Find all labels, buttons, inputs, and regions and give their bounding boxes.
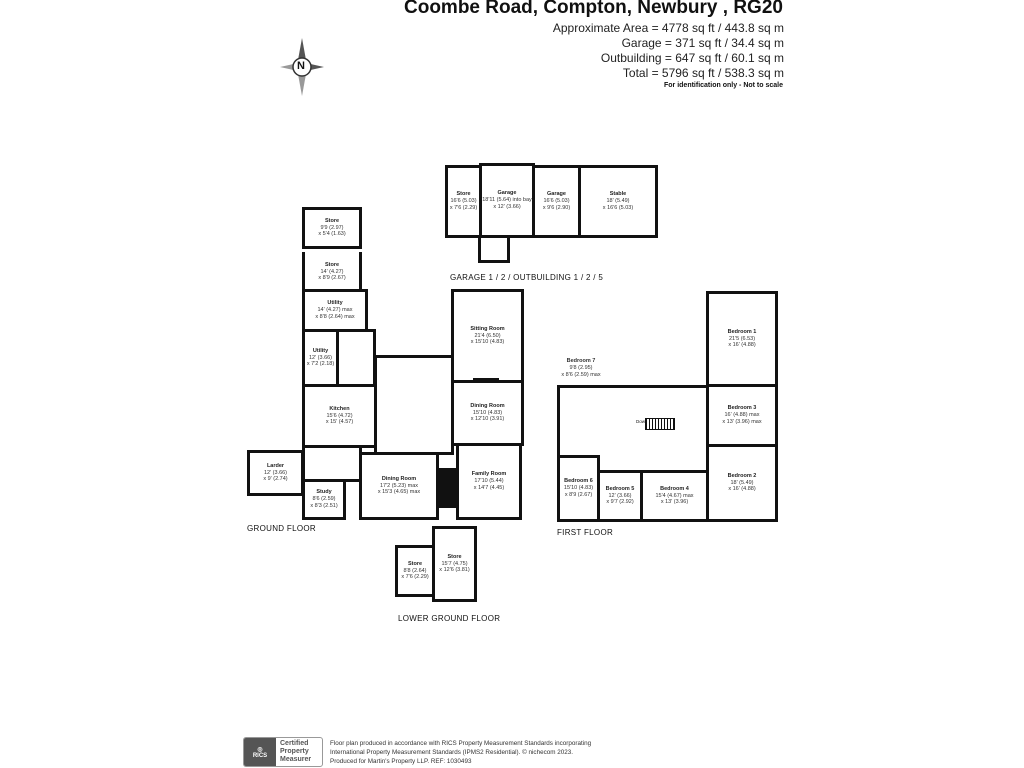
room-hall [374,355,454,455]
chimney [436,468,456,508]
outbuildings-label: GARAGE 1 / 2 / OUTBUILDING 1 / 2 / 5 [450,273,604,282]
rics-logo: ◎RICS [244,738,276,766]
outbuilding-area: Outbuilding = 647 sq ft / 60.1 sq m [600,51,784,65]
disclaimer: For identification only - Not to scale [663,82,783,89]
lower-ground-floor-label: LOWER GROUND FLOOR [398,614,501,623]
room-lobby [336,329,376,387]
room-entrance [302,445,362,482]
staircase [645,418,675,430]
garage-area: Garage = 371 sq ft / 34.4 sq m [621,36,784,50]
first-floor-label: FIRST FLOOR [557,528,614,537]
ground-floor-label: GROUND FLOOR [247,524,316,533]
approximate-area: Approximate Area = 4778 sq ft / 443.8 sq… [552,21,784,35]
compass-icon [280,38,324,96]
room-wc [478,235,510,263]
property-title: Coombe Road, Compton, Newbury , RG20 [404,0,783,18]
footer-credits: Floor plan produced in accordance with R… [330,740,592,766]
stair-down-label: Down [636,419,648,424]
compass-north-letter: N [297,60,305,72]
total-area: Total = 5796 sq ft / 538.3 sq m [622,66,784,80]
